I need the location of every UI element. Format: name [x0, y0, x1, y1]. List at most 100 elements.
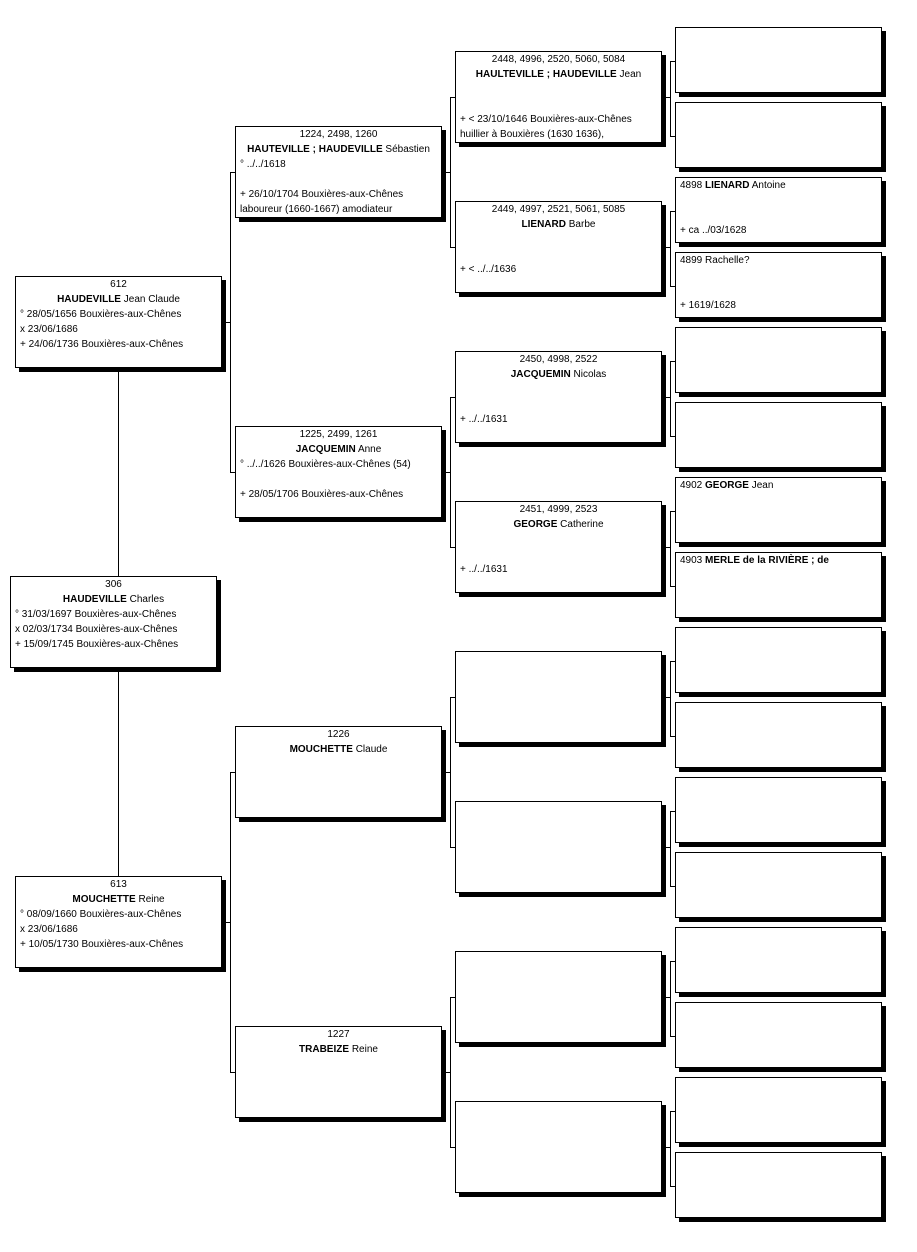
sosa-number: 1227	[327, 1029, 350, 1040]
birth-event: ° ../../1626 Bouxières-aux-Chênes (54)	[240, 459, 411, 470]
birth-event: ° 31/03/1697 Bouxières-aux-Chênes	[15, 609, 177, 620]
connector-line	[670, 661, 671, 736]
surname: GEORGE	[513, 519, 558, 530]
connector-line	[670, 886, 676, 887]
person-card-4899[interactable]: 4899 Rachelle? + 1619/1628	[675, 252, 882, 318]
birth-event: ° 28/05/1656 Bouxières-aux-Chênes	[20, 309, 182, 320]
given-name: Rachelle?	[705, 255, 750, 266]
surname: LIENARD	[521, 219, 566, 230]
sosa-number: 2450, 4998, 2522	[519, 354, 598, 365]
connector-line	[664, 1147, 671, 1148]
sosa-number: 1225, 2499, 1261	[299, 429, 378, 440]
given-name: Reine	[351, 1044, 378, 1055]
birth-event: ° ../../1618	[240, 159, 286, 170]
connector-line	[230, 172, 236, 173]
connector-line	[230, 1072, 236, 1073]
surname: MERLE de la RIVIÈRE ; de	[705, 555, 829, 566]
person-card-empty[interactable]	[675, 402, 882, 468]
person-card-empty[interactable]	[675, 27, 882, 93]
connector-line	[670, 436, 676, 437]
connector-line	[664, 397, 671, 398]
surname: MOUCHETTE	[289, 744, 353, 755]
person-card-1224[interactable]: 1224, 2498, 1260 HAUTEVILLE ; HAUDEVILLE…	[235, 126, 442, 218]
marriage-event: x 23/06/1686	[20, 324, 78, 335]
sosa-number: 612	[110, 279, 127, 290]
surname: HAUDEVILLE	[62, 594, 127, 605]
connector-line	[670, 136, 676, 137]
connector-line	[670, 586, 676, 587]
person-card-empty[interactable]	[675, 102, 882, 168]
given-name: Anne	[357, 444, 382, 455]
connector-line	[670, 811, 676, 812]
person-card-empty[interactable]	[675, 852, 882, 918]
person-card-empty[interactable]	[675, 1077, 882, 1143]
person-card-4898[interactable]: 4898 LIENARD Antoine + ca ../03/1628	[675, 177, 882, 243]
person-card-4903[interactable]: 4903 MERLE de la RIVIÈRE ; de	[675, 552, 882, 618]
person-card-empty[interactable]	[675, 1152, 882, 1218]
marriage-event: x 02/03/1734 Bouxières-aux-Chênes	[15, 624, 178, 635]
person-card-612[interactable]: 612 HAUDEVILLE Jean Claude ° 28/05/1656 …	[15, 276, 222, 368]
connector-line	[670, 211, 671, 286]
person-card-2448[interactable]: 2448, 4996, 2520, 5060, 5084 HAULTEVILLE…	[455, 51, 662, 143]
given-name: Charles	[129, 594, 165, 605]
sosa-number: 613	[110, 879, 127, 890]
occupation: huillier à Bouxières (1630 1636),	[460, 129, 604, 140]
connector-line	[444, 772, 451, 773]
given-name: Claude	[355, 744, 388, 755]
person-card-empty[interactable]	[455, 951, 662, 1043]
connector-line	[670, 286, 676, 287]
surname: JACQUEMIN	[510, 369, 571, 380]
person-card-1226[interactable]: 1226 MOUCHETTE Claude	[235, 726, 442, 818]
connector-line	[670, 211, 676, 212]
person-card-empty[interactable]	[455, 1101, 662, 1193]
person-card-empty[interactable]	[675, 927, 882, 993]
person-card-613[interactable]: 613 MOUCHETTE Reine ° 08/09/1660 Bouxièr…	[15, 876, 222, 968]
connector-line	[670, 661, 676, 662]
connector-line	[450, 397, 456, 398]
sosa-number: 2448, 4996, 2520, 5060, 5084	[491, 54, 626, 65]
death-event: + 28/05/1706 Bouxières-aux-Chênes	[240, 489, 404, 500]
given-name: Sébastien	[385, 144, 430, 155]
marriage-event: x 23/06/1686	[20, 924, 78, 935]
given-name: Jean	[619, 69, 642, 80]
person-card-empty[interactable]	[455, 651, 662, 743]
death-event: + ca ../03/1628	[680, 225, 747, 236]
person-card-empty[interactable]	[675, 327, 882, 393]
given-name: Catherine	[560, 519, 604, 530]
given-name: Reine	[138, 894, 165, 905]
person-card-empty[interactable]	[675, 1002, 882, 1068]
death-event: + < 23/10/1646 Bouxières-aux-Chênes	[460, 114, 632, 125]
person-card-2451[interactable]: 2451, 4999, 2523 GEORGE Catherine + ../.…	[455, 501, 662, 593]
occupation: laboureur (1660-1667) amodiateur	[240, 204, 393, 215]
connector-line	[670, 1111, 671, 1186]
connector-line	[450, 97, 456, 98]
person-card-1225[interactable]: 1225, 2499, 1261 JACQUEMIN Anne ° ../../…	[235, 426, 442, 518]
person-card-empty[interactable]	[675, 627, 882, 693]
person-card-306[interactable]: 306 HAUDEVILLE Charles ° 31/03/1697 Boux…	[10, 576, 217, 668]
death-event: + < ../../1636	[460, 264, 517, 275]
connector-line	[450, 1147, 456, 1148]
person-card-2449[interactable]: 2449, 4997, 2521, 5061, 5085 LIENARD Bar…	[455, 201, 662, 293]
person-card-1227[interactable]: 1227 TRABEIZE Reine	[235, 1026, 442, 1118]
person-card-empty[interactable]	[455, 801, 662, 893]
connector-line	[670, 1036, 676, 1037]
connector-line	[670, 1111, 676, 1112]
connector-line	[670, 1186, 676, 1187]
connector-line	[670, 361, 671, 436]
connector-line	[450, 247, 456, 248]
connector-line	[664, 97, 671, 98]
person-card-empty[interactable]	[675, 777, 882, 843]
connector-line	[670, 361, 676, 362]
sosa-number: 4902	[680, 480, 703, 491]
sosa-number: 4903	[680, 555, 703, 566]
connector-line	[670, 511, 676, 512]
surname: GEORGE	[705, 480, 749, 491]
person-card-empty[interactable]	[675, 702, 882, 768]
connector-line	[670, 61, 676, 62]
given-name: Jean Claude	[123, 294, 180, 305]
connector-line	[670, 61, 671, 136]
person-card-4902[interactable]: 4902 GEORGE Jean	[675, 477, 882, 543]
person-card-2450[interactable]: 2450, 4998, 2522 JACQUEMIN Nicolas + ../…	[455, 351, 662, 443]
connector-line	[670, 961, 671, 1036]
connector-line	[450, 547, 456, 548]
